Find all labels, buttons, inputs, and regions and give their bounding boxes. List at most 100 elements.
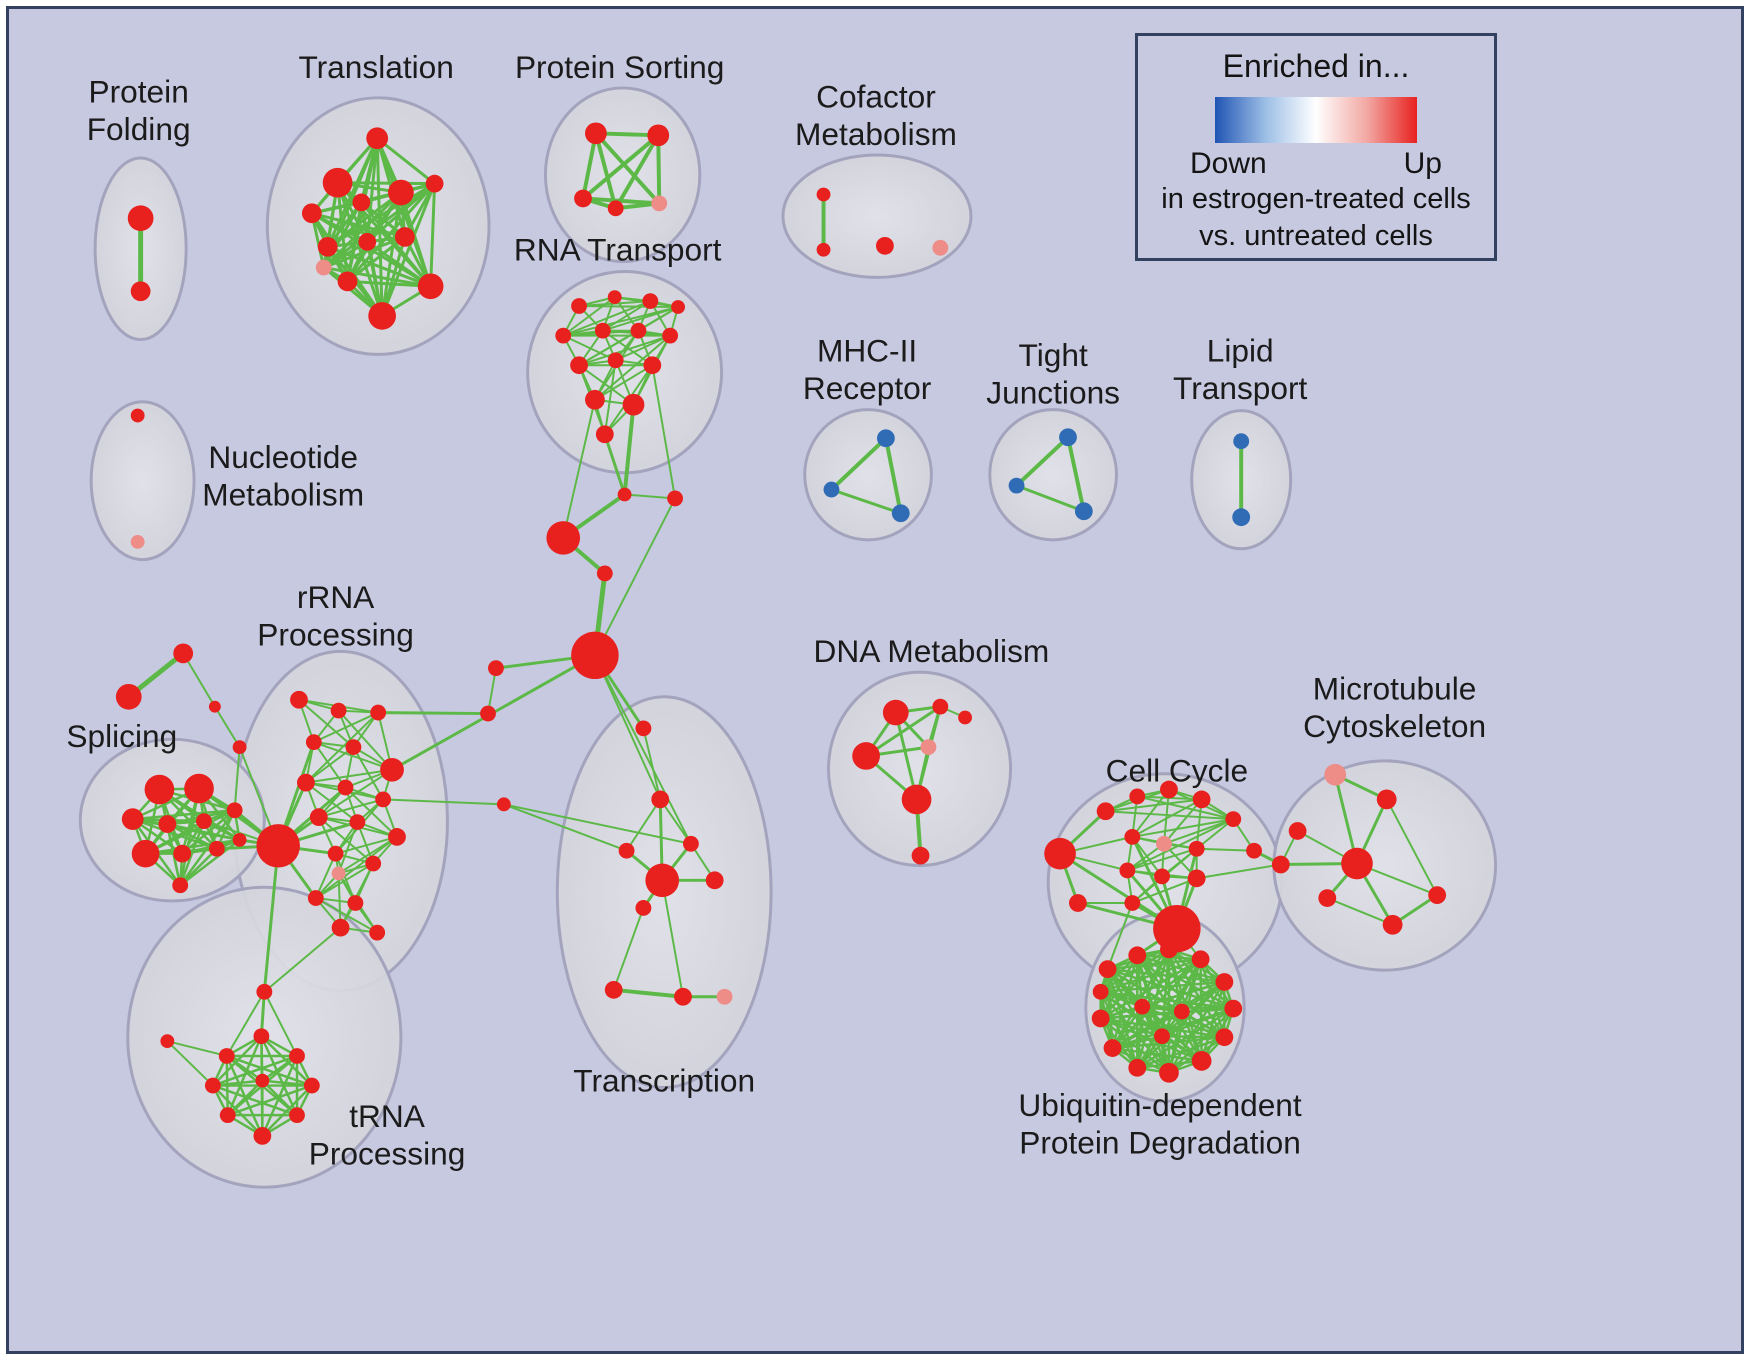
node-cc11 — [1119, 862, 1136, 879]
edge-t6-t7 — [326, 182, 437, 249]
node-rt1 — [571, 298, 587, 314]
edge-trc-hub_r — [262, 844, 280, 994]
node-c1 — [617, 487, 632, 502]
node-tx10 — [716, 988, 733, 1005]
edge-rt4-rt5 — [562, 306, 680, 337]
edge-cc2-cc6 — [1104, 810, 1235, 821]
node-H1 — [571, 631, 619, 680]
edge-u6-u13 — [1099, 990, 1235, 1010]
node-rr6 — [380, 757, 404, 782]
cluster-ellipse-nucleotide-metabolism — [89, 400, 196, 562]
edge-tx5-tx9 — [661, 879, 684, 998]
edge-H1-tx4 — [593, 654, 692, 845]
edge-tj1-tj2 — [1014, 435, 1070, 488]
node-c4 — [667, 490, 683, 507]
node-rt7 — [630, 322, 647, 339]
edge-rr16-rr19 — [314, 897, 379, 934]
node-cc2 — [1096, 802, 1115, 821]
edge-tr6-tr7 — [226, 1084, 314, 1117]
node-u6 — [1224, 999, 1243, 1018]
node-sp10 — [172, 877, 189, 894]
edge-u5-u14 — [1140, 980, 1226, 1008]
node-c5 — [488, 660, 504, 677]
edge-u7-u14 — [1140, 1005, 1226, 1039]
node-sp9 — [208, 840, 225, 857]
node-u15 — [1173, 1003, 1190, 1020]
edge-tr5-tr7 — [226, 1079, 264, 1117]
node-mt5 — [1341, 847, 1373, 880]
node-c3 — [596, 565, 613, 582]
node-rr3 — [370, 704, 387, 721]
node-mt1 — [1324, 763, 1347, 786]
edge-m1-m3 — [883, 436, 903, 516]
edge-tx7-tx8 — [612, 906, 645, 991]
node-cc5 — [1192, 790, 1211, 809]
edge-u8-u14 — [1140, 1005, 1203, 1063]
node-cc13 — [1187, 869, 1206, 888]
edge-cc5-cc8 — [1131, 798, 1203, 838]
node-tr1 — [253, 1028, 270, 1045]
node-cm1 — [816, 187, 831, 202]
node-tx7 — [635, 900, 652, 916]
node-t8 — [358, 232, 377, 251]
edge-t9-t13 — [322, 235, 407, 270]
edge-t10-t11 — [345, 279, 433, 288]
edge-t1-t6 — [375, 136, 437, 186]
node-u8 — [1191, 1051, 1212, 1071]
node-x4 — [232, 740, 247, 755]
node-pf1 — [127, 205, 154, 232]
edge-tx8-tx9 — [611, 987, 685, 999]
node-x1 — [173, 643, 194, 664]
node-t6 — [425, 174, 444, 193]
node-rr15 — [331, 866, 346, 881]
edge-cc4-cc8 — [1131, 788, 1170, 838]
legend-up-label: Up — [1403, 147, 1442, 180]
node-rt2 — [607, 290, 622, 305]
node-cc12 — [1154, 868, 1170, 885]
edge-cc14-u1 — [1106, 902, 1134, 971]
edge-rr2-rr6 — [337, 709, 394, 771]
edge-ps2-ps3 — [581, 133, 661, 201]
edge-u4-u16 — [1160, 958, 1202, 1038]
node-ps1 — [585, 122, 607, 145]
node-u16 — [1154, 1028, 1170, 1045]
node-cc6 — [1225, 811, 1242, 828]
node-cm4 — [932, 239, 949, 256]
node-rr9 — [375, 791, 392, 808]
node-lt1 — [1233, 433, 1250, 450]
edge-trc-tr3 — [263, 990, 298, 1057]
edge-u10-u14 — [1136, 1005, 1144, 1070]
node-t13 — [315, 259, 332, 276]
edge-trc-tr2 — [225, 990, 266, 1057]
node-rr12 — [388, 828, 406, 846]
edge-u11-u15 — [1111, 1010, 1184, 1050]
node-t12 — [368, 302, 396, 330]
node-tr4 — [204, 1077, 221, 1094]
node-cm3 — [875, 236, 894, 255]
edge-u6-u10 — [1136, 1007, 1235, 1070]
node-sp7 — [131, 839, 160, 868]
edge-cc10-cc7 — [1195, 847, 1256, 852]
edge-tr3-tr4 — [211, 1054, 299, 1087]
edge-u2-u16 — [1136, 954, 1164, 1038]
node-m2 — [823, 481, 840, 498]
edge-t6-t11 — [429, 182, 437, 288]
node-dm7 — [911, 846, 930, 865]
node-tj3 — [1074, 502, 1093, 521]
legend-gradient-bar — [1215, 97, 1417, 143]
edge-rt12-c2 — [562, 398, 596, 539]
cluster-label-translation: Translation — [298, 49, 453, 85]
edge-rr11-rr15 — [337, 821, 359, 875]
edge-cc4-cc9 — [1163, 788, 1170, 845]
edge-rt8-rt12 — [593, 334, 672, 401]
edge-x4-sp6 — [233, 746, 241, 812]
edge-rt14-c1 — [603, 432, 627, 496]
edge-sp4-sp11 — [166, 822, 241, 842]
node-tr9 — [253, 1127, 272, 1145]
node-ps3 — [574, 189, 592, 208]
node-u1 — [1098, 960, 1117, 979]
node-trc — [256, 983, 273, 1000]
